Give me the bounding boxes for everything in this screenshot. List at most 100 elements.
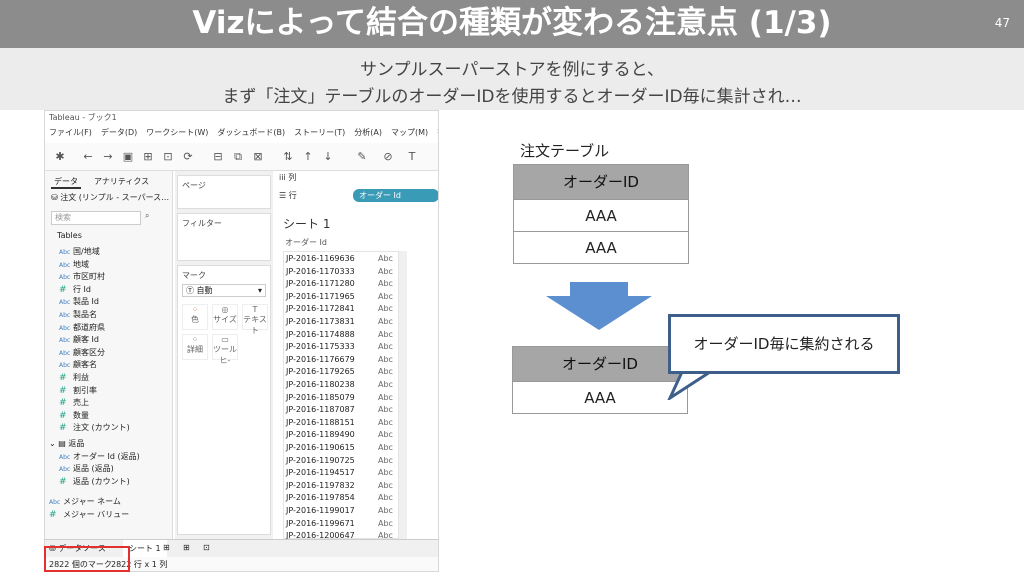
field-item[interactable]: #数量 (59, 409, 89, 422)
sort-asc-icon[interactable]: ↑ (303, 150, 313, 163)
field-item[interactable]: #返品 (カウント) (59, 475, 130, 488)
sort-desc-icon[interactable]: ↓ (323, 150, 333, 163)
highlight-box (44, 546, 130, 572)
search-icon[interactable]: ⌕ (145, 211, 150, 220)
refresh-icon[interactable]: ⟳ (183, 150, 193, 163)
tab-data[interactable]: データ (51, 175, 81, 189)
menu-item[interactable]: 分析(A) (354, 128, 382, 137)
sheet-tab[interactable]: シート 1 (123, 540, 167, 558)
back-icon[interactable]: ← (83, 150, 93, 163)
scrollbar[interactable] (399, 251, 407, 539)
duplicate-icon[interactable]: ⧉ (234, 150, 242, 163)
new-sheet-icon[interactable]: ⊟ (213, 150, 223, 163)
menu-item[interactable]: ダッシュボード(B) (217, 128, 286, 137)
new-sheet-tab-icon[interactable]: ⊞ (163, 543, 170, 552)
tab-analytics[interactable]: アナリティクス (94, 177, 150, 186)
returns-group[interactable]: ⌄ ▤ 返品 (49, 437, 84, 450)
abc-cell: Abc (378, 417, 393, 427)
rows-shelf[interactable]: ☰ 行 (279, 189, 297, 203)
new-datasource-icon[interactable]: ⊞ (143, 150, 153, 163)
menu-item[interactable]: ワークシート(W) (146, 128, 209, 137)
new-dashboard-tab-icon[interactable]: ⊞ (183, 543, 190, 552)
mark-type-select[interactable]: Ⓣ 自動▾ (182, 284, 266, 297)
clear-sheet-icon[interactable]: ⊠ (253, 150, 263, 163)
field-item[interactable]: #メジャー バリュー (49, 508, 129, 521)
pause-icon[interactable]: ⊡ (163, 150, 173, 163)
field-item[interactable]: #行 Id (59, 283, 91, 296)
group-icon[interactable]: ⊘ (383, 150, 393, 163)
filters-card[interactable]: フィルター (177, 213, 271, 261)
field-name: 返品 (返品) (73, 464, 114, 474)
menu-item[interactable]: ファイル(F) (49, 128, 92, 137)
field-item[interactable]: #注文 (カウント) (59, 421, 130, 434)
pages-card[interactable]: ページ (177, 175, 271, 209)
dimension-icon: Abc (59, 274, 71, 282)
order-id-cell: JP-2016-1188151 (286, 417, 355, 427)
size-button[interactable]: ◎サイズ (212, 304, 238, 330)
field-item[interactable]: #利益 (59, 371, 89, 384)
highlight-icon[interactable]: ✎ (357, 150, 367, 163)
search-input[interactable]: 検索 (51, 211, 141, 225)
columns-shelf[interactable]: iii 列 (279, 171, 296, 185)
order-id-cell: JP-2016-1187087 (286, 405, 355, 415)
menu-item[interactable]: ストーリー(T) (294, 128, 346, 137)
tooltip-button[interactable]: ▭ツールヒ- (212, 334, 238, 365)
menu-item[interactable]: マップ(M) (391, 128, 429, 137)
datasource-tab[interactable]: ⛁ データソース (49, 543, 106, 554)
save-icon[interactable]: ▣ (122, 150, 134, 163)
swap-icon[interactable]: ⇅ (283, 150, 293, 163)
abc-cell: Abc (378, 455, 393, 465)
field-name: 注文 (カウント) (73, 423, 130, 433)
label-icon[interactable]: T (408, 150, 416, 163)
color-button[interactable]: ⁘色 (182, 304, 208, 330)
field-item[interactable]: #売上 (59, 396, 89, 409)
menu-item[interactable]: データ(D) (100, 128, 138, 137)
forward-icon[interactable]: → (103, 150, 113, 163)
row-pill[interactable]: オーダー Id (353, 189, 438, 202)
field-item[interactable]: #割引率 (59, 384, 97, 397)
abc-cell: Abc (378, 304, 393, 314)
detail-button[interactable]: ⁘詳細 (182, 334, 208, 360)
table-row[interactable]: JP-2016-1188151 Abc (286, 417, 398, 430)
new-story-tab-icon[interactable]: ⊡ (203, 543, 210, 552)
menu-item[interactable]: 書式設定(O) (437, 128, 438, 137)
datasource-item[interactable]: ⛁ 注文 (リンプル - スーパース… (51, 191, 169, 205)
field-name: 製品名 (73, 310, 97, 319)
